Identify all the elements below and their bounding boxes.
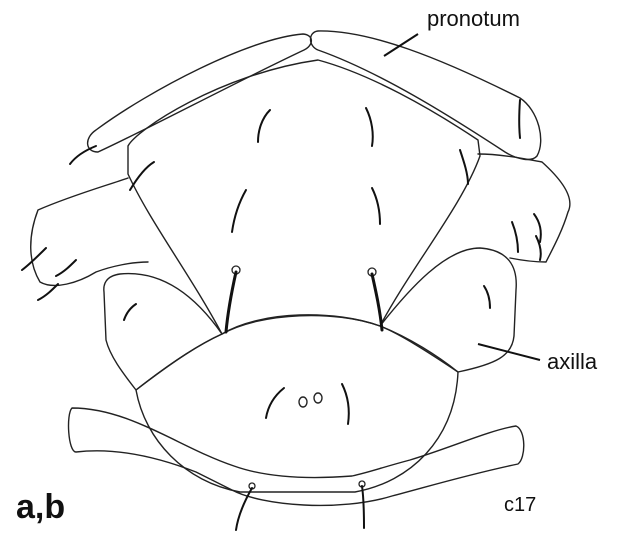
mesoscutum-bristle [366, 108, 373, 146]
pronotum-label: pronotum [427, 6, 520, 32]
pronotum-leader-line [384, 34, 418, 56]
lateral-plate-bristle [56, 260, 76, 276]
axilla-leader-line [478, 344, 540, 360]
metanotum [69, 408, 524, 505]
scutellar-bristle [342, 384, 349, 424]
axilla-bristle [124, 304, 136, 320]
scutellar-bristle [236, 488, 252, 530]
specimen-code: c17 [504, 494, 536, 517]
lateral-plate-bristle [38, 284, 58, 300]
mesoscutum-bristle [130, 162, 154, 190]
scutellar-bristle [266, 388, 284, 418]
pronotum-left-bristle [70, 146, 96, 164]
pronotum-left-lobe [88, 34, 312, 152]
pronotum-right-lobe [311, 31, 541, 160]
right-axilla [380, 248, 516, 372]
right-lateral-plate [478, 154, 570, 262]
lateral-plate-bristle [512, 222, 518, 252]
scutellar-sensillum [299, 397, 307, 407]
axilla-bristle [484, 286, 490, 308]
pronotum-right-bristle [519, 100, 520, 138]
left-lateral-plate [31, 178, 148, 285]
mesoscutum-bristle [258, 110, 270, 142]
posterior-scutal-bristle [372, 274, 382, 330]
mesoscutum [128, 60, 480, 334]
left-axilla [104, 274, 222, 390]
mesoscutum-bristle [232, 190, 246, 232]
panel-label: a,b [16, 488, 65, 527]
scutellar-sensillum [314, 393, 322, 403]
posterior-scutal-bristle [226, 272, 236, 332]
scutellar-bristle [362, 486, 364, 528]
mesoscutum-bristle [460, 150, 468, 184]
axilla-label: axilla [547, 349, 597, 375]
mesoscutum-bristle [372, 188, 380, 224]
